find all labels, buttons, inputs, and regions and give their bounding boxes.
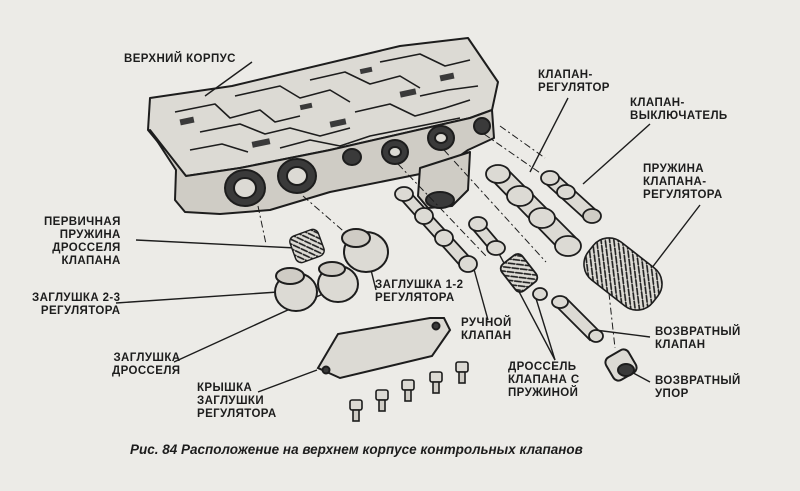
label-primary-spring: ПЕРВИЧНАЯ ПРУЖИНА ДРОССЕЛЯ КЛАПАНА xyxy=(44,216,121,267)
label-upper-body: ВЕРХНИЙ КОРПУС xyxy=(124,53,236,65)
label-check-valve: ВОЗВРАТНЫЙ КЛАПАН xyxy=(655,326,741,351)
label-check-stop: ВОЗВРАТНЫЙ УПОР xyxy=(655,375,741,400)
switch-valve-part xyxy=(540,170,602,224)
label-throttle-plug: ЗАГЛУШКА ДРОССЕЛЯ xyxy=(112,352,181,377)
cover-bolts xyxy=(349,361,469,422)
label-manual-valve: РУЧНОЙ КЛАПАН xyxy=(461,317,512,342)
label-plug-cover: КРЫШКА ЗАГЛУШКИ РЕГУЛЯТОРА xyxy=(197,382,277,420)
regulator-valve-spring xyxy=(583,237,663,311)
label-switch-valve: КЛАПАН- ВЫКЛЮЧАТЕЛЬ xyxy=(630,97,728,122)
regulator-valve-part xyxy=(485,164,582,257)
primary-throttle-spring xyxy=(289,228,325,264)
upper-valve-body xyxy=(147,37,499,215)
label-plug-2-3: ЗАГЛУШКА 2-3 РЕГУЛЯТОРА xyxy=(32,292,121,317)
plug-cover-plate xyxy=(316,317,452,380)
manual-valve xyxy=(394,186,478,273)
label-plug-1-2: ЗАГЛУШКА 1-2 РЕГУЛЯТОРА xyxy=(375,279,464,304)
check-stop-part xyxy=(604,348,638,382)
figure-caption: Рис. 84 Расположение на верхнем корпусе … xyxy=(130,442,583,457)
label-throttle-valve-spring: ДРОССЕЛЬ КЛАПАНА С ПРУЖИНОЙ xyxy=(508,361,580,399)
label-regulator-valve: КЛАПАН- РЕГУЛЯТОР xyxy=(538,69,610,94)
regulator-plugs xyxy=(274,228,389,312)
label-regulator-spring: ПРУЖИНА КЛАПАНА- РЕГУЛЯТОРА xyxy=(643,163,723,201)
throttle-valve-assembly xyxy=(468,216,548,301)
check-valve-part xyxy=(551,295,604,343)
